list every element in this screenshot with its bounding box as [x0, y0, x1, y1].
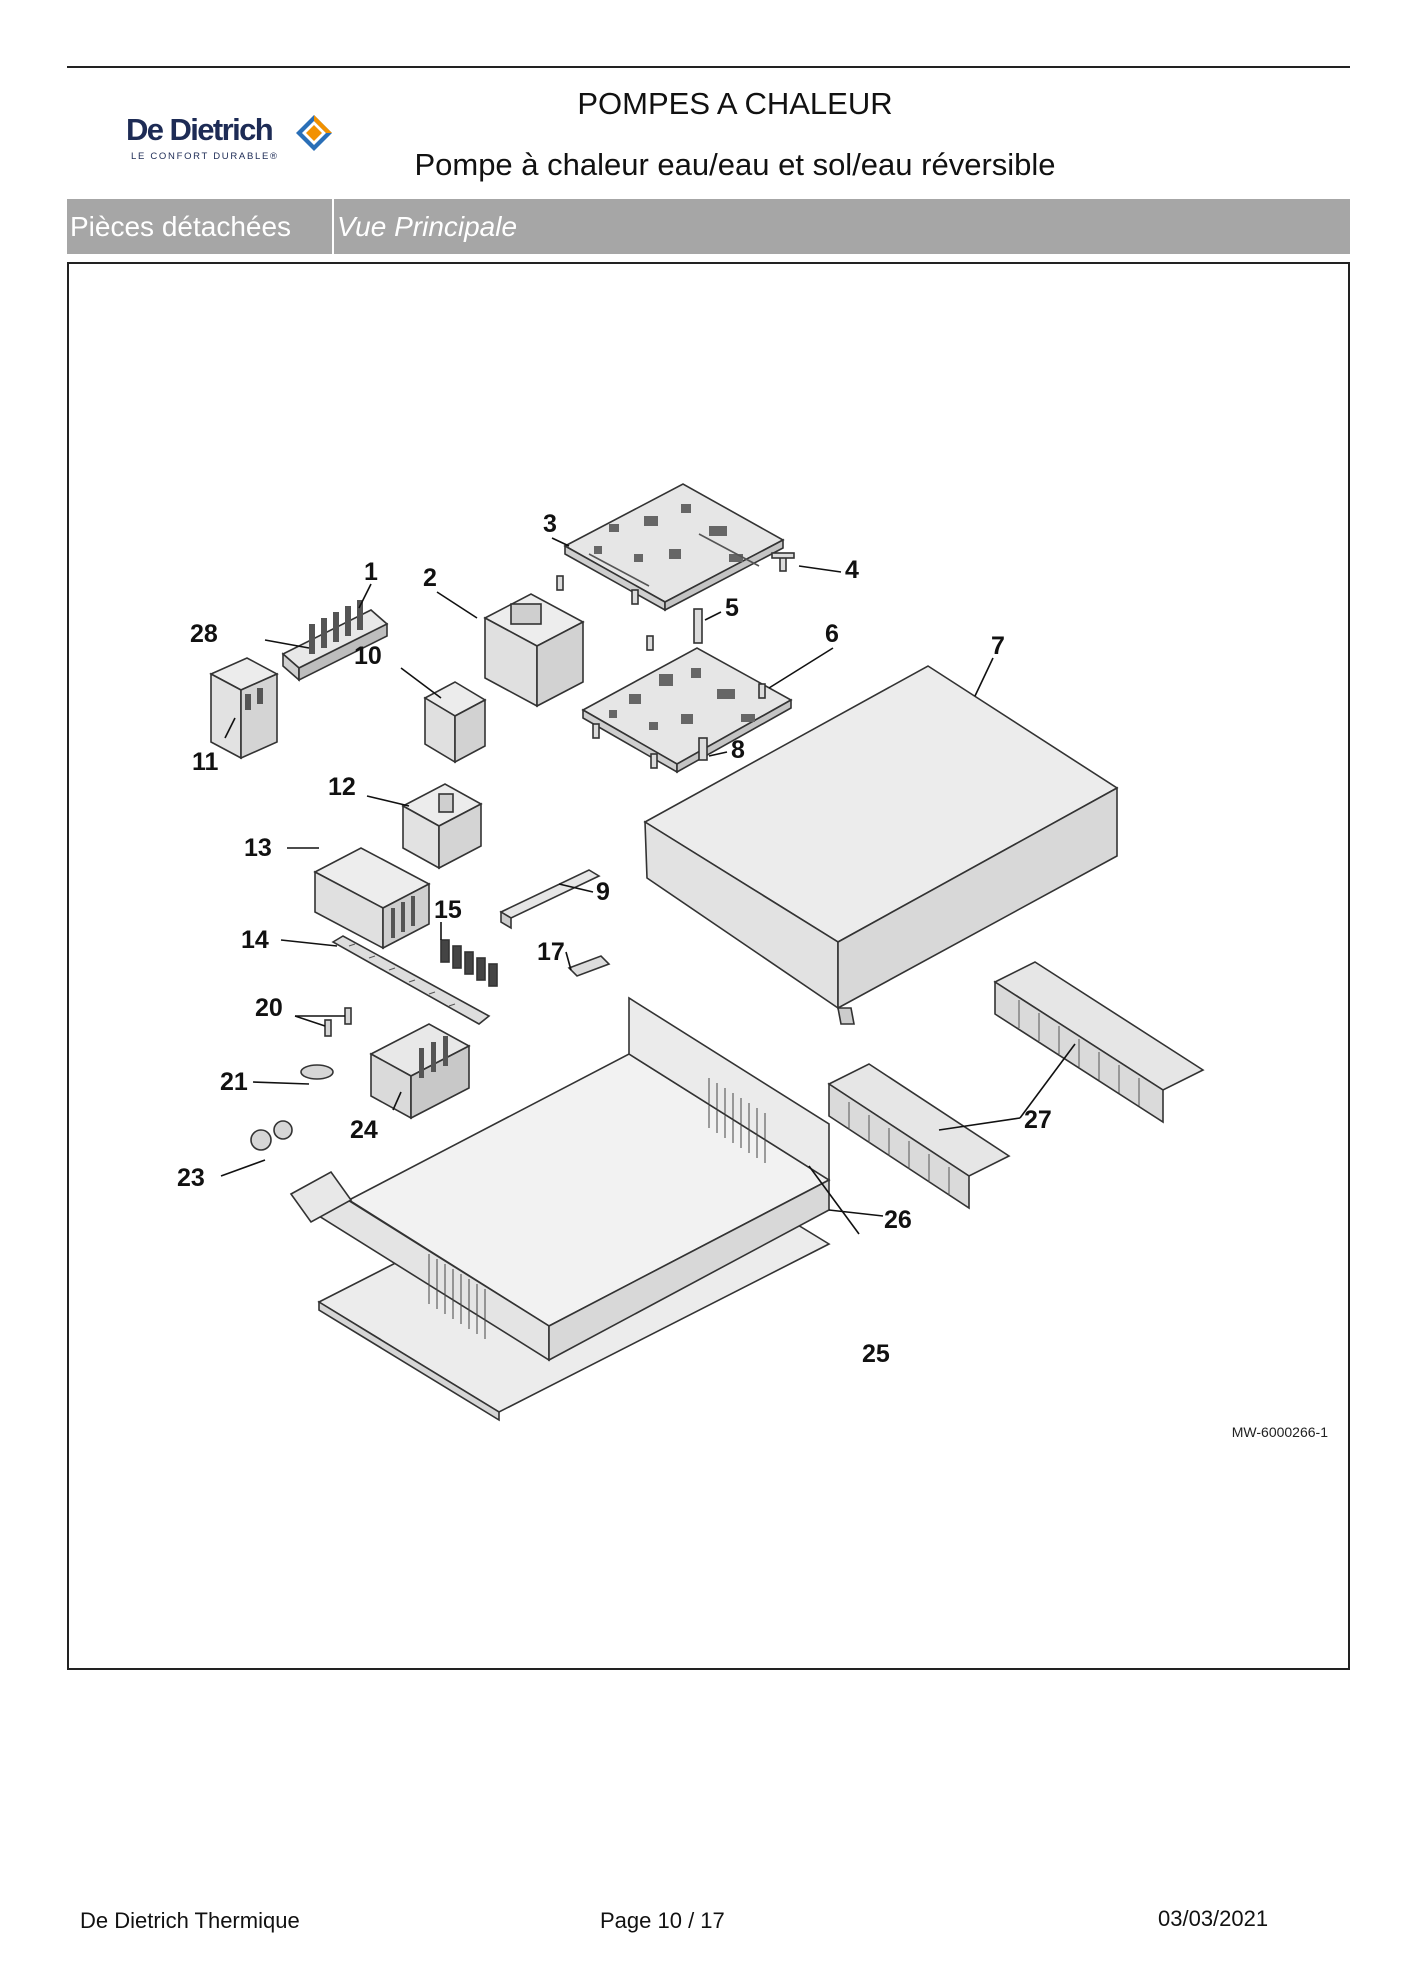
callout-12: 12 — [328, 773, 356, 801]
callout-9: 9 — [596, 878, 610, 906]
callout-17: 17 — [537, 938, 565, 966]
callout-26: 26 — [884, 1206, 912, 1234]
part-power-supply — [483, 593, 585, 708]
footer-company: De Dietrich Thermique — [80, 1908, 300, 1933]
callout-labels: 1 2 3 4 5 6 7 8 9 10 11 12 13 14 15 17 2… — [177, 510, 1052, 1368]
part-cable-comb — [331, 935, 491, 1025]
diagram-frame: 1 2 3 4 5 6 7 8 9 10 11 12 13 14 15 17 2… — [67, 262, 1350, 1670]
part-spacers — [556, 552, 795, 769]
part-cover — [643, 665, 1119, 1025]
page-subtitle: Pompe à chaleur eau/eau et sol/eau réver… — [414, 147, 1056, 182]
part-control-board-upper — [563, 483, 785, 612]
callout-21: 21 — [220, 1068, 248, 1096]
callout-7: 7 — [991, 632, 1005, 660]
part-terminal-block — [281, 600, 389, 682]
page-title: POMPES A CHALEUR — [577, 86, 893, 121]
callout-3: 3 — [543, 510, 557, 538]
callout-28: 28 — [190, 620, 218, 648]
callout-6: 6 — [825, 620, 839, 648]
brand-name: De Dietrich — [126, 112, 274, 147]
callout-5: 5 — [725, 594, 739, 622]
exploded-view-diagram: 1 2 3 4 5 6 7 8 9 10 11 12 13 14 15 17 2… — [177, 483, 1205, 1422]
section-view: Vue Principale — [337, 211, 518, 242]
callout-10: 10 — [354, 642, 382, 670]
callout-4: 4 — [845, 556, 859, 584]
callout-13: 13 — [244, 834, 272, 862]
callout-20: 20 — [255, 994, 283, 1022]
part-din-rail — [499, 869, 601, 930]
footer-date: 03/03/2021 — [1158, 1906, 1269, 1931]
part-terminals — [440, 939, 498, 987]
callout-11: 11 — [192, 748, 219, 776]
section-bar: Pièces détachées Vue Principale — [67, 199, 1350, 254]
brand-logo: De Dietrich LE CONFORT DURABLE® — [126, 112, 341, 166]
part-contactor — [209, 657, 279, 760]
part-control-board-lower — [581, 647, 793, 774]
drawing-reference: MW-6000266-1 — [1231, 1424, 1328, 1440]
part-circuit-breaker — [401, 783, 483, 870]
top-rule — [67, 66, 1350, 68]
diamond-logo-icon — [296, 115, 332, 151]
callout-27: 27 — [1024, 1106, 1052, 1134]
callout-24: 24 — [350, 1116, 378, 1144]
callout-23: 23 — [177, 1164, 205, 1192]
leader-lines — [220, 537, 1076, 1235]
part-small-fixings — [250, 1007, 352, 1151]
callout-15: 15 — [434, 896, 462, 924]
callout-2: 2 — [423, 564, 437, 592]
callout-14: 14 — [241, 926, 269, 954]
part-terminal-module — [313, 847, 431, 950]
part-chassis — [289, 996, 831, 1362]
part-relay — [423, 681, 487, 764]
callout-8: 8 — [731, 736, 745, 764]
part-cable-ducts — [827, 961, 1205, 1210]
footer-page-number: Page 10 / 17 — [600, 1908, 725, 1933]
section-label: Pièces détachées — [67, 199, 334, 254]
callout-1: 1 — [364, 558, 378, 586]
part-terminal-group — [369, 1023, 471, 1120]
part-clip — [567, 955, 611, 977]
brand-tagline: LE CONFORT DURABLE® — [131, 151, 279, 162]
callout-25: 25 — [862, 1340, 890, 1368]
